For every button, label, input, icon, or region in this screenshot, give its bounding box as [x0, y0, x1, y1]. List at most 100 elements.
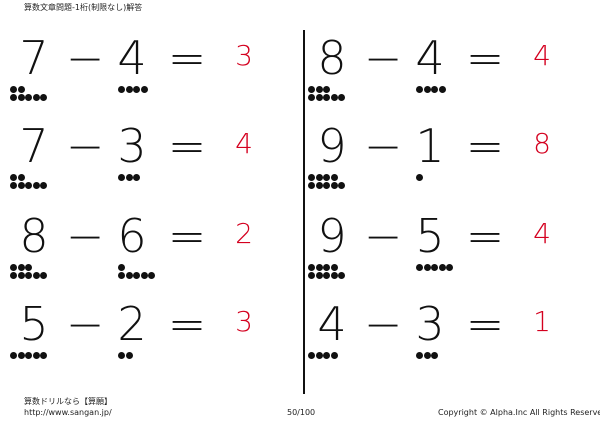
equals-sign: = — [465, 297, 505, 351]
count-dot — [118, 264, 125, 271]
count-dot — [315, 174, 323, 181]
count-dot — [10, 174, 17, 181]
minuend: 5 — [19, 297, 49, 351]
count-dot — [323, 352, 330, 359]
count-dot — [315, 94, 323, 101]
answer: 8 — [533, 127, 551, 160]
count-dot — [330, 94, 338, 101]
count-dot — [423, 352, 431, 359]
minuend: 7 — [19, 119, 49, 173]
count-dot — [308, 94, 315, 101]
count-dot — [40, 182, 47, 189]
equals-sign: = — [167, 297, 207, 351]
footer-page-number: 50/100 — [287, 408, 316, 417]
minuend-dots — [10, 174, 54, 194]
count-dot — [10, 182, 17, 189]
count-dot — [308, 272, 315, 279]
count-dot — [125, 174, 133, 181]
count-dot — [125, 272, 133, 279]
subtrahend-dots — [416, 174, 460, 194]
count-dot — [25, 182, 32, 189]
answer: 3 — [235, 39, 253, 72]
count-dot — [338, 94, 345, 101]
minus-sign: − — [363, 209, 403, 263]
count-dot — [17, 264, 25, 271]
footer-url[interactable]: http://www.sangan.jp/ — [24, 408, 112, 417]
minuend: 8 — [19, 209, 49, 263]
subtrahend: 2 — [117, 297, 147, 351]
count-dot — [133, 86, 140, 93]
count-dot — [323, 86, 330, 93]
count-dot — [323, 272, 330, 279]
count-dot — [423, 86, 431, 93]
count-dot — [118, 352, 125, 359]
subtrahend: 4 — [117, 31, 147, 85]
answer: 4 — [235, 127, 253, 160]
count-dot — [416, 174, 423, 181]
minus-sign: − — [363, 297, 403, 351]
count-dot — [17, 86, 25, 93]
count-dot — [125, 86, 133, 93]
footer-brand: 算数ドリルなら【算願】 — [24, 397, 112, 406]
minuend-dots — [10, 264, 54, 284]
minuend-dots — [308, 174, 352, 194]
count-dot — [330, 352, 338, 359]
equals-sign: = — [167, 209, 207, 263]
problem-8: 4−3 = 1 — [306, 296, 596, 376]
minus-sign: − — [65, 209, 105, 263]
minuend-dots — [308, 86, 352, 106]
count-dot — [140, 272, 148, 279]
subtrahend-dots — [118, 86, 162, 106]
count-dot — [25, 94, 32, 101]
count-dot — [315, 264, 323, 271]
count-dot — [125, 352, 133, 359]
count-dot — [133, 174, 140, 181]
count-dot — [10, 86, 17, 93]
count-dot — [416, 352, 423, 359]
count-dot — [17, 182, 25, 189]
count-dot — [446, 264, 453, 271]
equals-sign: = — [167, 31, 207, 85]
minuend: 9 — [317, 209, 347, 263]
count-dot — [118, 174, 125, 181]
problem-1: 7−4=3 — [8, 30, 298, 110]
count-dot — [40, 272, 47, 279]
count-dot — [416, 264, 423, 271]
count-dot — [315, 86, 323, 93]
count-dot — [323, 264, 330, 271]
count-dot — [431, 264, 438, 271]
count-dot — [40, 352, 47, 359]
subtrahend-dots — [118, 174, 162, 194]
count-dot — [323, 174, 330, 181]
count-dot — [315, 352, 323, 359]
count-dot — [438, 264, 446, 271]
page-title: 算数文章問題-1桁(制限なし)解答 — [24, 3, 143, 12]
count-dot — [423, 264, 431, 271]
minuend: 4 — [317, 297, 347, 351]
minuend: 9 — [317, 119, 347, 173]
count-dot — [148, 272, 155, 279]
count-dot — [40, 94, 47, 101]
minuend-dots — [308, 352, 352, 372]
equals-sign: = — [167, 119, 207, 173]
minuend-dots — [10, 86, 54, 106]
problem-5: 8−4=4 — [306, 30, 596, 110]
equals-sign: = — [465, 31, 505, 85]
equals-sign: = — [465, 119, 505, 173]
subtrahend: 3 — [415, 297, 445, 351]
count-dot — [25, 272, 32, 279]
subtrahend: 5 — [415, 209, 445, 263]
subtrahend-dots — [118, 264, 162, 284]
problem-2: 7−3=4 — [8, 118, 298, 198]
equals-sign: = — [465, 209, 505, 263]
count-dot — [308, 86, 315, 93]
answer: 2 — [235, 217, 253, 250]
subtrahend: 4 — [415, 31, 445, 85]
minuend-dots — [308, 264, 352, 284]
count-dot — [330, 264, 338, 271]
subtrahend: 6 — [117, 209, 147, 263]
subtrahend-dots — [118, 352, 162, 372]
subtrahend-dots — [416, 352, 460, 372]
answer: 1 — [533, 305, 551, 338]
count-dot — [416, 86, 423, 93]
